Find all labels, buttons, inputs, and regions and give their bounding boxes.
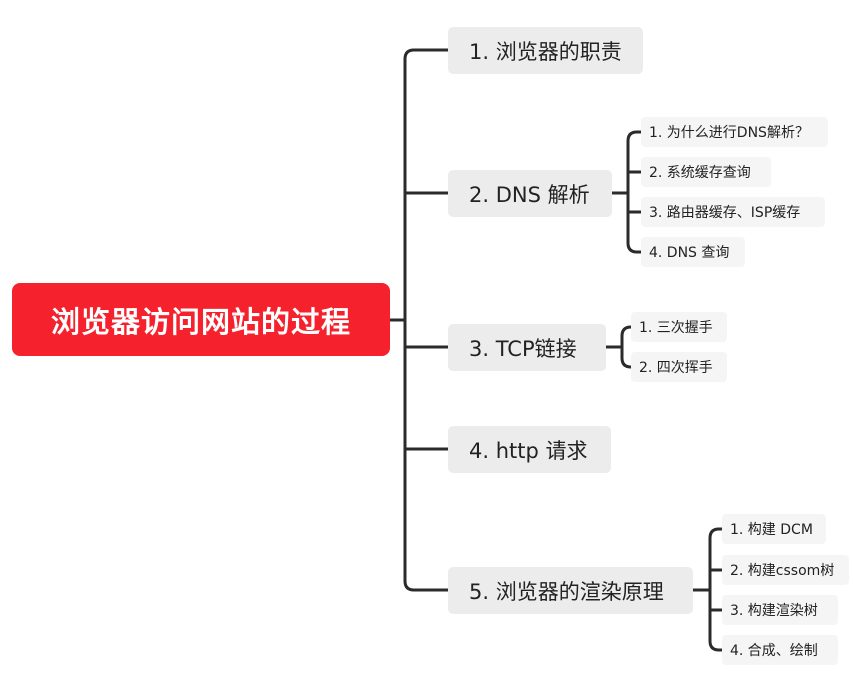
leaf-node-2-3[interactable]: 3. 路由器缓存、ISP缓存 — [641, 197, 825, 227]
connector-b2-bracket — [626, 130, 639, 254]
branch-node-3[interactable]: 3. TCP链接 — [448, 324, 606, 371]
leaf-node-2-2[interactable]: 2. 系统缓存查询 — [641, 157, 771, 187]
branch-node-4[interactable]: 4. http 请求 — [448, 426, 611, 473]
root-node[interactable]: 浏览器访问网站的过程 — [12, 283, 390, 356]
branch-label: 4. http 请求 — [469, 438, 588, 463]
leaf-label: 4. 合成、绘制 — [730, 643, 818, 659]
root-label: 浏览器访问网站的过程 — [50, 304, 351, 339]
leaf-node-2-1[interactable]: 1. 为什么进行DNS解析？ — [641, 117, 828, 147]
leaf-label: 2. 系统缓存查询 — [649, 165, 751, 181]
branch-node-5[interactable]: 5. 浏览器的渲染原理 — [448, 567, 693, 614]
leaf-node-3-2[interactable]: 2. 四次挥手 — [631, 352, 727, 382]
leaf-node-5-1[interactable]: 1. 构建 DCM — [722, 514, 826, 544]
leaf-label: 3. 构建渲染树 — [730, 603, 818, 619]
leaf-label: 1. 为什么进行DNS解析？ — [649, 125, 809, 141]
branch-node-1[interactable]: 1. 浏览器的职责 — [448, 27, 643, 74]
leaf-label: 1. 构建 DCM — [730, 522, 813, 538]
branch-node-2[interactable]: 2. DNS 解析 — [448, 170, 612, 217]
leaf-label: 4. DNS 查询 — [649, 245, 730, 261]
leaf-label: 3. 路由器缓存、ISP缓存 — [649, 205, 801, 221]
branch-label: 2. DNS 解析 — [469, 182, 590, 207]
leaf-node-5-3[interactable]: 3. 构建渲染树 — [722, 595, 838, 625]
branch-label: 1. 浏览器的职责 — [469, 39, 622, 64]
leaf-node-3-1[interactable]: 1. 三次握手 — [631, 312, 727, 342]
connector-b5-bracket — [708, 527, 721, 652]
connector-trunk — [403, 48, 416, 592]
leaf-label: 1. 三次握手 — [639, 320, 713, 336]
branch-label: 5. 浏览器的渲染原理 — [469, 579, 664, 604]
leaf-label: 2. 四次挥手 — [639, 360, 713, 376]
leaf-node-5-4[interactable]: 4. 合成、绘制 — [722, 635, 838, 665]
leaf-node-2-4[interactable]: 4. DNS 查询 — [641, 237, 745, 267]
leaf-node-5-2[interactable]: 2. 构建cssom树 — [722, 555, 849, 585]
connector-b3-bracket — [620, 325, 633, 369]
leaf-label: 2. 构建cssom树 — [730, 563, 835, 579]
branch-label: 3. TCP链接 — [469, 336, 577, 361]
